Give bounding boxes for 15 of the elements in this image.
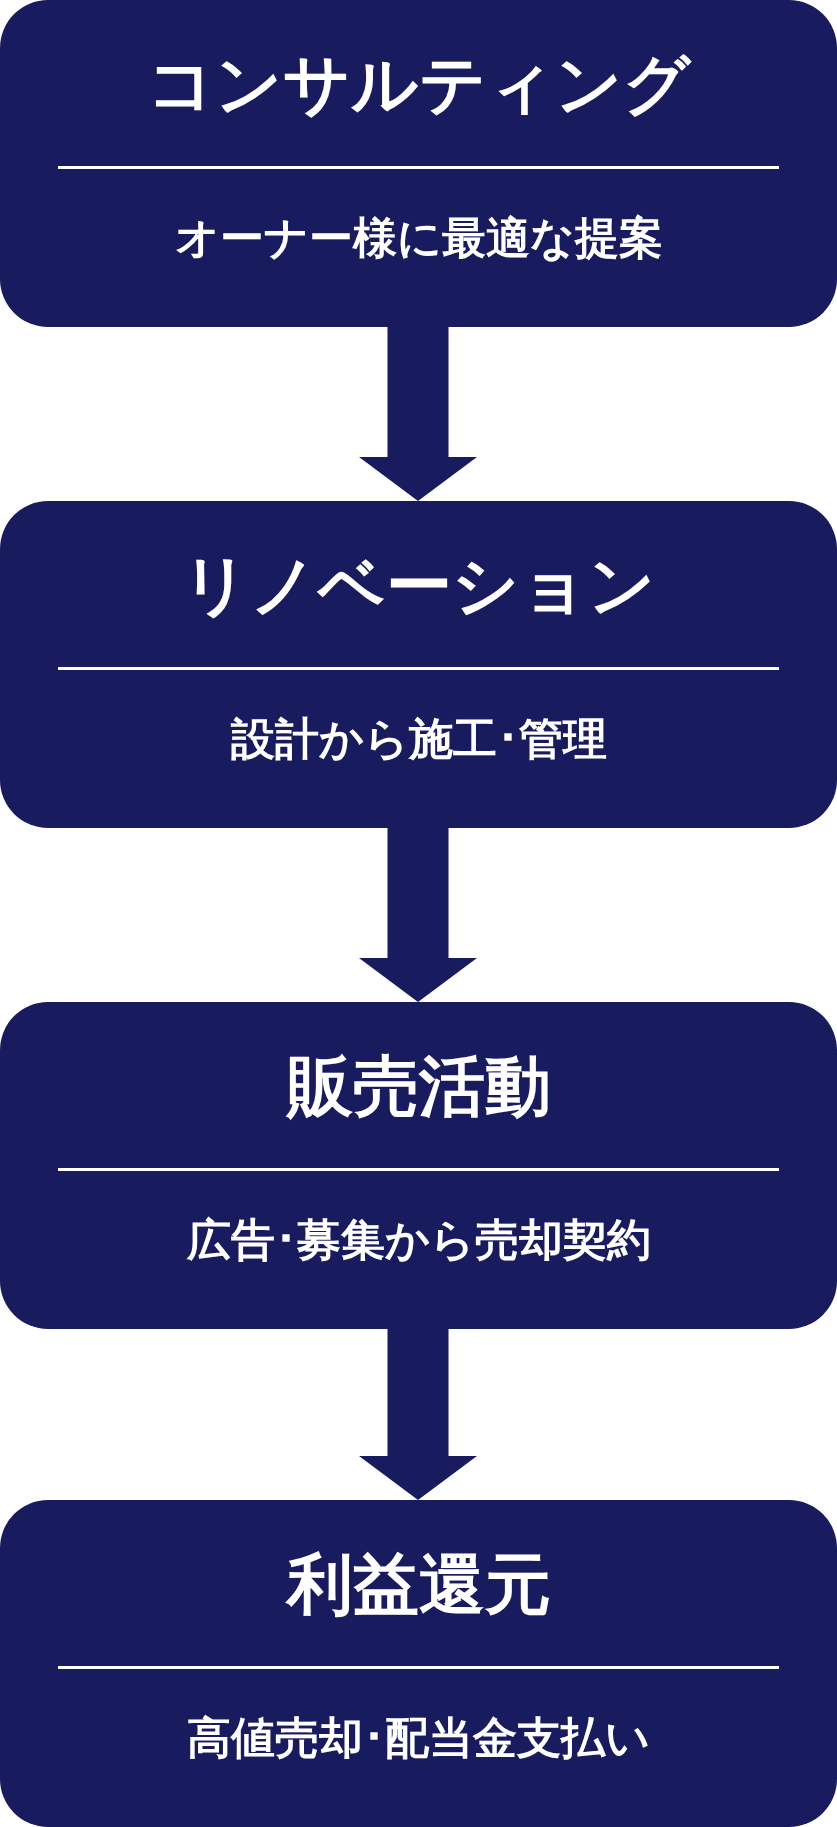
step-box: [0, 0, 837, 327]
step-title: 利益還元: [284, 1548, 552, 1621]
down-arrow: [359, 327, 477, 501]
step-box: [0, 1500, 837, 1827]
step-subtitle: 広告･募集から売却契約: [185, 1214, 652, 1267]
step-box: [0, 501, 837, 828]
down-arrow: [359, 828, 477, 1002]
step-title: 販売活動: [285, 1050, 552, 1123]
step-title: コンサルティング: [145, 48, 693, 121]
step-title: リノベーション: [180, 549, 657, 622]
step-subtitle: 高値売却･配当金支払い: [186, 1712, 651, 1765]
step-subtitle: 設計から施工･管理: [229, 713, 608, 766]
step-subtitle: オーナー様に最適な提案: [173, 212, 664, 265]
down-arrow: [359, 1329, 477, 1500]
step-box: [0, 1002, 837, 1329]
